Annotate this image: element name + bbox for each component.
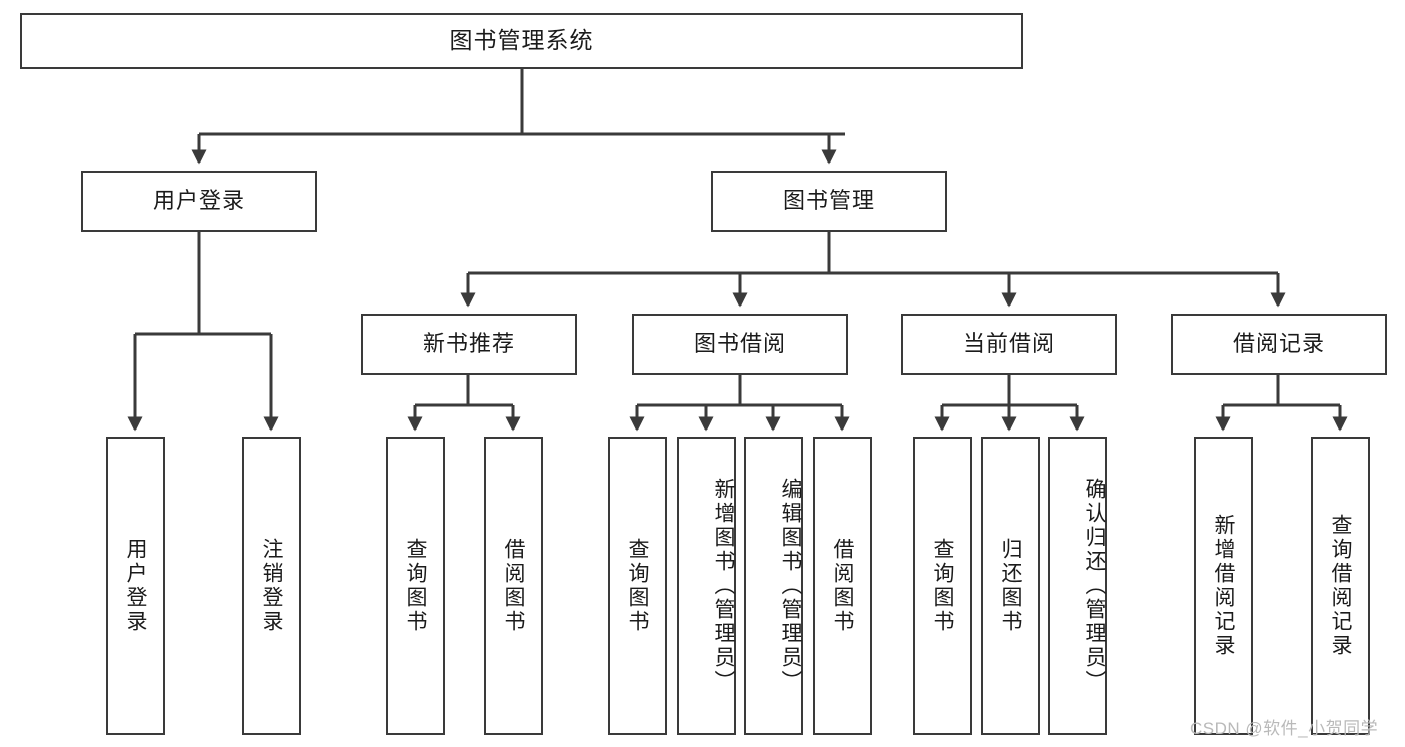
- leaf-book-borrow-add[interactable]: 新增图书（管理员）: [677, 437, 736, 735]
- node-book-borrow[interactable]: 图书借阅: [632, 314, 848, 375]
- leaf-new-book-search[interactable]: 查询图书: [386, 437, 445, 735]
- csdn-watermark: CSDN @软件_小贺同学: [1190, 719, 1379, 738]
- leaf-book-borrow-search[interactable]: 查询图书: [608, 437, 667, 735]
- leaf-borrow-record-search[interactable]: 查询借阅记录: [1311, 437, 1370, 735]
- leaf-borrow-record-add[interactable]: 新增借阅记录: [1194, 437, 1253, 735]
- node-current-borrow[interactable]: 当前借阅: [901, 314, 1117, 375]
- leaf-current-borrow-confirm[interactable]: 确认归还（管理员）: [1048, 437, 1107, 735]
- leaf-new-book-borrow[interactable]: 借阅图书: [484, 437, 543, 735]
- leaf-current-borrow-return[interactable]: 归还图书: [981, 437, 1040, 735]
- node-user-login[interactable]: 用户登录: [81, 171, 317, 232]
- leaf-book-borrow-edit[interactable]: 编辑图书（管理员）: [744, 437, 803, 735]
- node-new-book-recommend[interactable]: 新书推荐: [361, 314, 577, 375]
- leaf-user-login-logout[interactable]: 注销登录: [242, 437, 301, 735]
- leaf-current-borrow-search[interactable]: 查询图书: [913, 437, 972, 735]
- node-root-system[interactable]: 图书管理系统: [20, 13, 1023, 69]
- leaf-user-login-login[interactable]: 用户登录: [106, 437, 165, 735]
- node-book-management[interactable]: 图书管理: [711, 171, 947, 232]
- node-borrow-record[interactable]: 借阅记录: [1171, 314, 1387, 375]
- leaf-book-borrow-borrow[interactable]: 借阅图书: [813, 437, 872, 735]
